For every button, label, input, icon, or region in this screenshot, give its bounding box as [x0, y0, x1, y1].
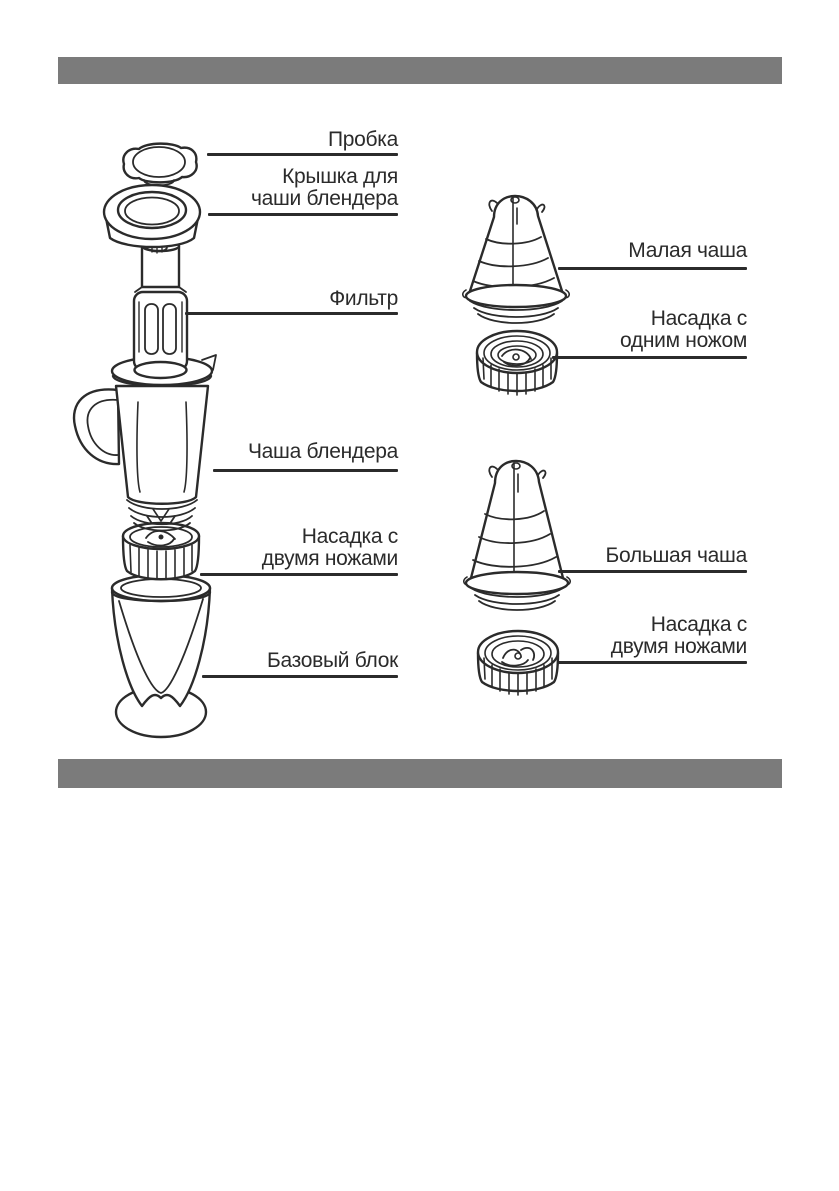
large-bowl-drawing: [463, 459, 571, 611]
leader-line-lid: [208, 213, 398, 216]
one-blade-attachment-drawing: [475, 329, 559, 396]
label-blender-bowl: Чаша блендера: [247, 440, 398, 463]
bottom-divider-bar: [58, 759, 782, 788]
base-unit-drawing: [110, 573, 212, 739]
label-two-blade-attachment-2: Насадка с двумя ножами: [610, 613, 748, 658]
leader-line-two-blade-attachment: [200, 573, 398, 576]
label-one-blade-attachment: Насадка с одним ножом: [620, 307, 747, 352]
label-base-unit: Базовый блок: [267, 649, 398, 672]
two-blade-attachment-2-drawing: [476, 629, 560, 696]
label-large-bowl: Большая чаша: [605, 544, 748, 567]
label-two-blade-attachment: Насадка с двумя ножами: [261, 525, 399, 570]
label-small-bowl: Малая чаша: [628, 239, 747, 262]
small-bowl-drawing: [462, 194, 570, 324]
label-stopper: Пробка: [327, 128, 398, 151]
leader-line-blender-bowl: [213, 469, 398, 472]
leader-line-base-unit: [202, 675, 398, 678]
leader-line-one-blade-attachment: [552, 356, 747, 359]
leader-line-stopper: [207, 153, 398, 156]
leader-line-two-blade-attachment-2: [558, 661, 747, 664]
label-blender-bowl-lid: Крышка для чаши блендера: [250, 165, 398, 210]
stopper-drawing: [122, 142, 198, 187]
leader-line-filter: [185, 312, 398, 315]
top-divider-bar: [58, 57, 782, 84]
leader-line-small-bowl: [558, 267, 747, 270]
blender-bowl-lid-drawing: [102, 183, 202, 254]
filter-drawing: [132, 239, 189, 380]
leader-line-large-bowl: [558, 570, 747, 573]
label-filter: Фильтр: [329, 287, 398, 310]
